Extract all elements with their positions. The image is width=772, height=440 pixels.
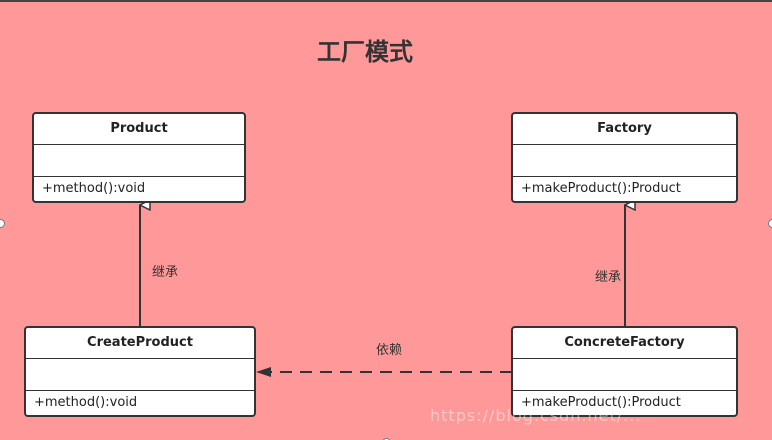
class-concrete-factory[interactable]: ConcreteFactory +makeProduct():Product bbox=[511, 326, 738, 417]
diagram-title: 工厂模式 bbox=[317, 38, 413, 66]
class-factory[interactable]: Factory +makeProduct():Product bbox=[511, 112, 738, 203]
class-product[interactable]: Product +method():void bbox=[32, 112, 246, 203]
class-attributes bbox=[26, 359, 254, 391]
resize-handle-left[interactable] bbox=[0, 219, 5, 228]
class-operation: +method():void bbox=[42, 181, 146, 196]
inherit-label-left: 继承 bbox=[152, 265, 179, 280]
class-name: Product bbox=[34, 114, 244, 145]
class-attributes bbox=[513, 145, 736, 177]
class-name: ConcreteFactory bbox=[513, 328, 736, 359]
class-operation: +makeProduct():Product bbox=[521, 395, 681, 410]
inherit-label-right: 继承 bbox=[595, 270, 622, 285]
class-name: CreateProduct bbox=[26, 328, 254, 359]
dependency-arrowhead bbox=[256, 367, 271, 377]
class-operation: +makeProduct():Product bbox=[521, 181, 681, 196]
class-attributes bbox=[513, 359, 736, 391]
class-name: Factory bbox=[513, 114, 736, 145]
class-create-product[interactable]: CreateProduct +method():void bbox=[24, 326, 256, 417]
dependency-label: 依赖 bbox=[376, 343, 403, 358]
class-operation: +method():void bbox=[34, 395, 138, 410]
resize-handle-right[interactable] bbox=[768, 219, 772, 228]
watermark: https://blog.csdn.net/... bbox=[430, 406, 642, 425]
class-attributes bbox=[34, 145, 244, 177]
